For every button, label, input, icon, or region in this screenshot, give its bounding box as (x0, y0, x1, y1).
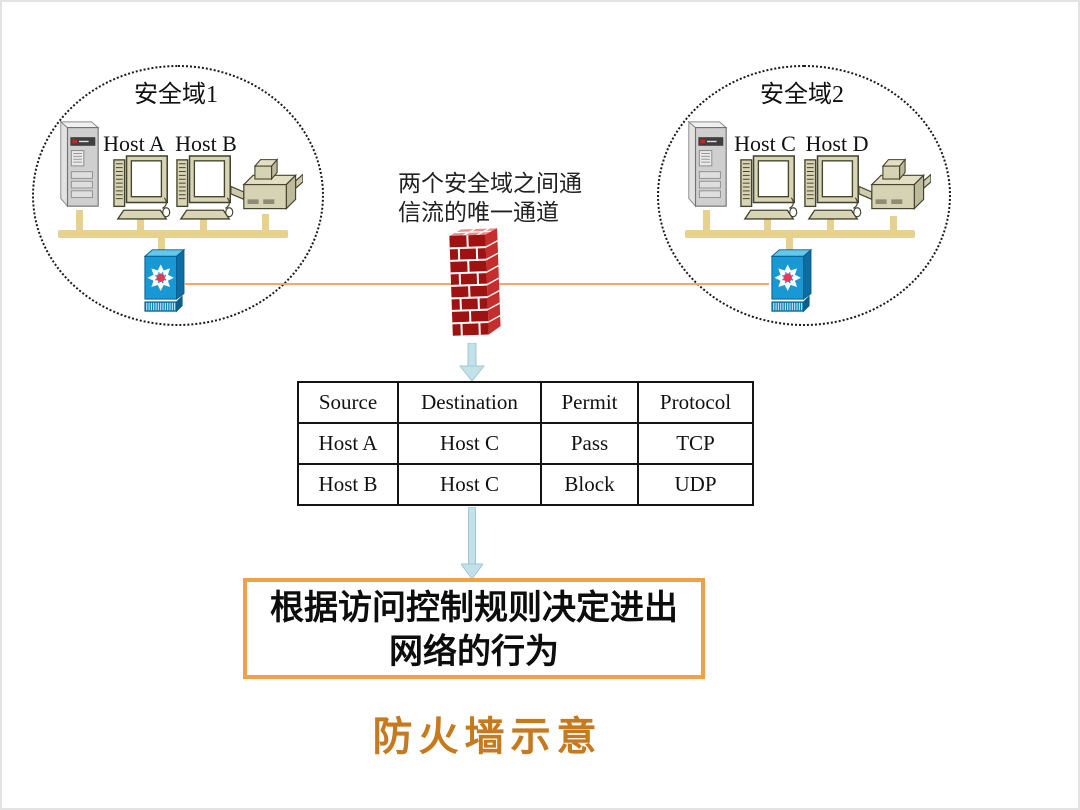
diagram-caption: 防火墙示意 (372, 714, 603, 759)
lan-bus-segment (685, 230, 915, 238)
host-d-label: Host D (805, 131, 869, 156)
network-drop-line (76, 210, 83, 234)
rule-line1: 根据访问控制规则决定进出 (270, 590, 678, 627)
server-icon (56, 118, 102, 210)
acl-cell: Host C (397, 422, 542, 465)
workstation-icon-host-a (112, 152, 174, 222)
network-drop-line (786, 236, 793, 250)
acl-rule-row: Host A Host C Pass TCP (297, 422, 754, 465)
workstation-icon-host-b (175, 152, 237, 222)
network-drop-line (827, 214, 834, 234)
printer-icon (229, 155, 303, 216)
channel-note-line2: 信流的唯一通道 (398, 200, 559, 225)
down-arrow-icon (459, 343, 485, 381)
network-drop-line (262, 214, 269, 234)
down-arrow-icon (461, 507, 483, 579)
acl-header-row: Source Destination Permit Protocol (297, 381, 754, 424)
workstation-icon-host-d (803, 152, 865, 222)
acl-cell: Host A (297, 422, 399, 465)
network-drop-line (158, 236, 165, 250)
channel-note: 两个安全域之间通 信流的唯一通道 (398, 169, 582, 227)
security-domain-1-label: 安全域1 (134, 82, 218, 108)
acl-header-source: Source (297, 381, 399, 424)
acl-cell: Host B (297, 463, 399, 506)
printer-icon (857, 155, 931, 216)
security-domain-2-boundary (657, 65, 951, 326)
acl-cell: TCP (637, 422, 754, 465)
switch-icon (768, 247, 813, 314)
acl-cell: UDP (637, 463, 754, 506)
lan-bus-segment (58, 230, 288, 238)
acl-cell: Pass (540, 422, 639, 465)
channel-note-line1: 两个安全域之间通 (398, 171, 582, 196)
host-c-label: Host C (734, 131, 796, 156)
workstation-icon-host-c (739, 152, 801, 222)
security-domain-1-boundary (32, 65, 324, 326)
rule-line2: 网络的行为 (389, 634, 559, 671)
security-domain-2-label: 安全域2 (760, 82, 844, 108)
host-a-label: Host A (103, 131, 165, 156)
acl-rule-row: Host B Host C Block UDP (297, 463, 754, 506)
acl-header-permit: Permit (540, 381, 639, 424)
rule-description-box: 根据访问控制规则决定进出 网络的行为 (243, 578, 705, 679)
network-drop-line (200, 214, 207, 234)
switch-icon (141, 247, 186, 314)
acl-cell: Host C (397, 463, 542, 506)
acl-table: Source Destination Permit Protocol Host … (297, 381, 754, 506)
firewall-icon (445, 220, 505, 346)
server-icon (684, 118, 730, 210)
acl-header-protocol: Protocol (637, 381, 754, 424)
network-drop-line (703, 210, 710, 234)
network-drop-line (137, 214, 144, 234)
acl-cell: Block (540, 463, 639, 506)
network-drop-line (764, 214, 771, 234)
acl-header-destination: Destination (397, 381, 542, 424)
host-b-label: Host B (175, 131, 237, 156)
network-drop-line (890, 216, 897, 234)
